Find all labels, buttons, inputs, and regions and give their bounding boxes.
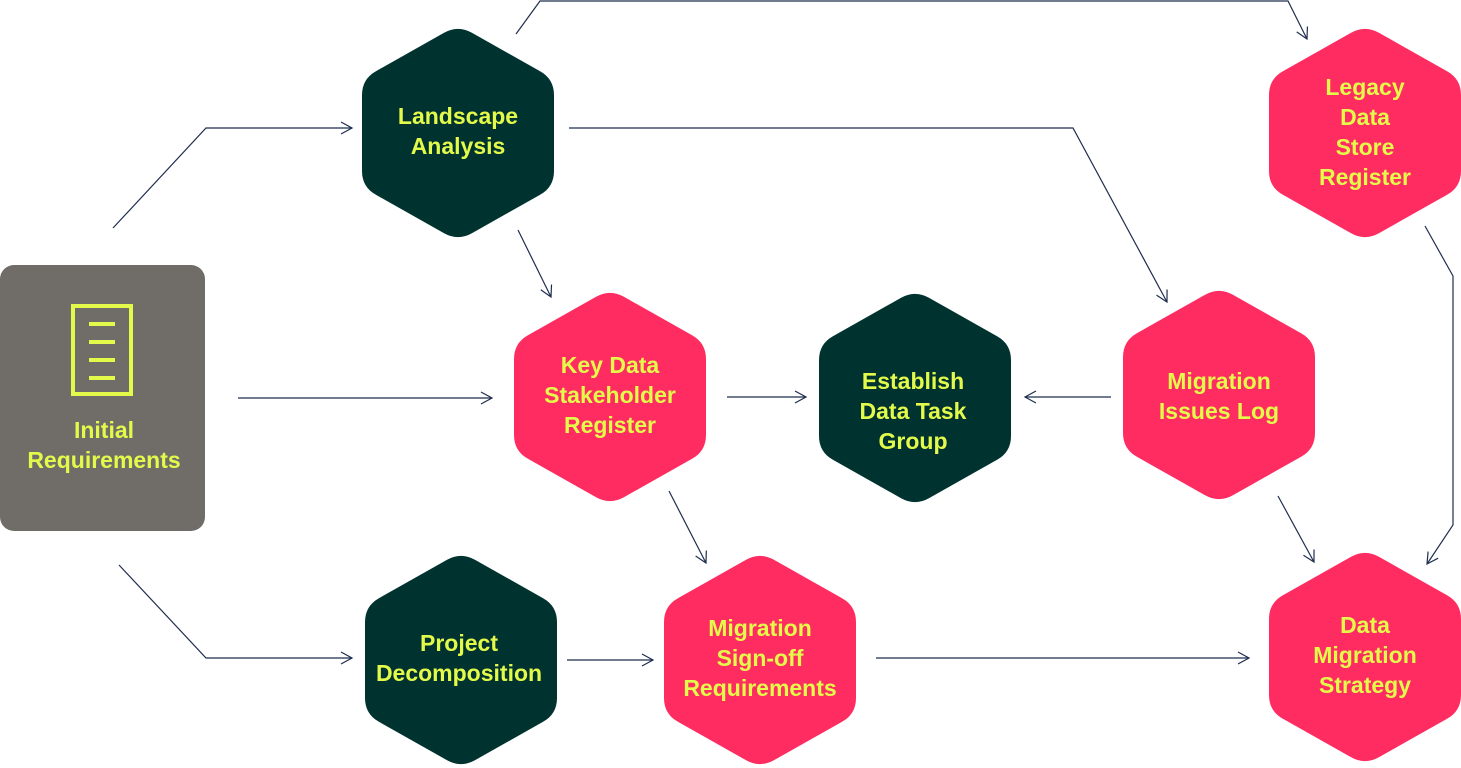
edge-stakeholder-to-signoff xyxy=(668,490,707,565)
node-migration-signoff-requirements xyxy=(664,555,856,765)
establish-data-task-group-label: Establish Data Task Group xyxy=(859,368,967,454)
node-legacy-data-store-register xyxy=(1269,28,1461,238)
legacy-data-store-register-label: Legacy Data Store Register xyxy=(1318,74,1412,190)
node-key-data-stakeholder-register xyxy=(514,292,706,502)
edge-initial-to-landscape xyxy=(112,121,354,229)
landscape-analysis-label: Landscape Analysis xyxy=(397,103,519,159)
edge-landscape-to-issues xyxy=(569,127,1168,304)
node-initial-requirements xyxy=(0,265,205,531)
data-migration-strategy-label: Data Migration Strategy xyxy=(1313,612,1417,698)
edge-initial-to-project xyxy=(118,564,354,665)
edge-issues-to-strategy xyxy=(1277,495,1315,564)
initial-requirements-label: Initial Requirements xyxy=(27,417,181,473)
document-list-icon xyxy=(71,304,133,396)
node-establish-data-task-group xyxy=(819,293,1011,503)
node-project-decomposition xyxy=(365,555,557,765)
node-data-migration-strategy xyxy=(1269,552,1461,762)
edge-landscape-to-legacy xyxy=(515,0,1309,41)
project-decomposition-label: Project Decomposition xyxy=(375,630,543,686)
edge-landscape-to-stakeholder xyxy=(517,229,553,299)
node-landscape-analysis xyxy=(362,28,554,238)
edge-legacy-to-strategy xyxy=(1424,225,1454,566)
key-data-stakeholder-register-label: Key Data Stakeholder Register xyxy=(544,352,676,438)
edges xyxy=(112,0,1454,667)
node-migration-issues-log xyxy=(1123,290,1315,500)
hexagons xyxy=(362,28,1461,765)
migration-signoff-requirements-label: Migration Sign-off Requirements xyxy=(683,615,837,701)
initial-requirements-box xyxy=(0,265,205,531)
migration-issues-log-label: Migration Issues Log xyxy=(1158,368,1280,424)
